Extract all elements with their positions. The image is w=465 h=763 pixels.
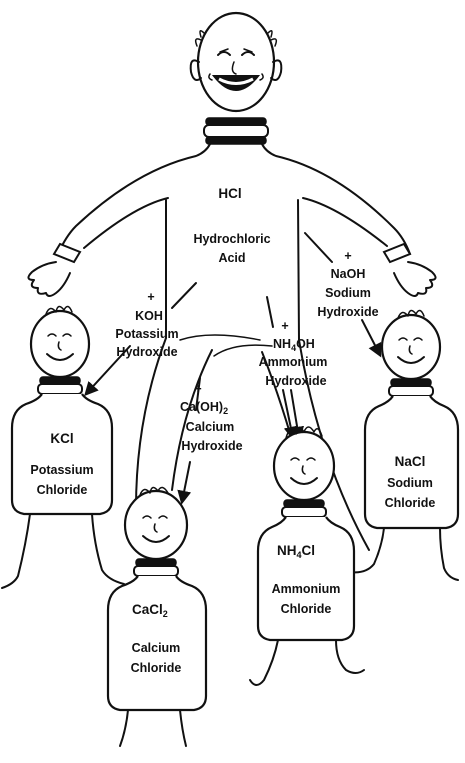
arrow-to-nacl: [362, 320, 380, 355]
nacl-bottle: [350, 310, 458, 580]
parent-left-arm-lower: [84, 198, 168, 248]
parent-left-arm-upper: [58, 144, 210, 254]
caoh2-formula: Ca(OH)2: [180, 400, 228, 416]
cacl2-head: [125, 491, 187, 559]
caoh2-name-line1: Calcium: [186, 420, 235, 434]
nh4cl-body: [258, 517, 354, 640]
koh-join-line: [180, 335, 260, 340]
koh-plus: +: [147, 290, 154, 304]
parent-formula: HCl: [218, 186, 241, 201]
nh4oh-plus: +: [281, 319, 288, 333]
cacl2-name-line1: Calcium: [132, 641, 181, 655]
nacl-head: [382, 315, 440, 379]
parent-head: [191, 13, 282, 111]
kcl-name-line2: Chloride: [37, 483, 88, 497]
parent-right-hand: [394, 262, 436, 296]
naoh-plus: +: [344, 249, 351, 263]
nh4oh-name-line2: Hydroxide: [265, 374, 326, 388]
nh4cl-name-line2: Chloride: [281, 602, 332, 616]
nacl-name-line2: Chloride: [385, 496, 436, 510]
nh4cl-formula: NH4Cl: [277, 543, 315, 560]
parent-left-leg: [136, 338, 166, 508]
caoh2-name-line2: Hydroxide: [181, 439, 242, 453]
parent-left-hand: [28, 262, 70, 296]
kcl-left-leg: [2, 514, 30, 588]
kcl-formula: KCl: [50, 431, 73, 446]
parent-name-line2: Acid: [218, 251, 245, 265]
naoh-name-line1: Sodium: [325, 286, 371, 300]
nacl-name-line1: Sodium: [387, 476, 433, 490]
nh4oh-name-line1: Ammonium: [259, 355, 328, 369]
parent-body-right-side: [298, 200, 299, 340]
nh4cl-head: [274, 432, 334, 500]
koh-pointer-line: [172, 283, 196, 308]
kcl-name-line1: Potassium: [30, 463, 93, 477]
arrow-to-kcl: [86, 346, 130, 394]
parent-left-cuff: [54, 244, 80, 262]
nacl-formula: NaCl: [395, 454, 426, 469]
naoh-name-line2: Hydroxide: [317, 305, 378, 319]
kcl-right-leg: [92, 514, 124, 584]
nacl-right-leg: [440, 528, 458, 580]
nh4cl-left-leg: [250, 640, 278, 685]
nacl-left-leg: [350, 528, 384, 572]
nh4cl-right-leg: [336, 640, 364, 673]
nh4oh-formula: NH4OH: [273, 337, 315, 353]
cacl2-name-line2: Chloride: [131, 661, 182, 675]
kcl-bottle: [2, 306, 124, 588]
naoh-pointer-line: [305, 233, 332, 262]
parent-right-arm-lower: [303, 198, 387, 246]
parent-right-arm-upper: [262, 144, 410, 254]
cacl2-left-leg: [120, 710, 128, 746]
nh4oh-pointer-line: [267, 297, 273, 327]
naoh-formula: NaOH: [331, 267, 366, 281]
koh-name-line1: Potassium: [115, 327, 178, 341]
parent-right-cuff: [384, 244, 410, 262]
koh-formula: KOH: [135, 309, 163, 323]
kcl-head: [31, 311, 89, 377]
cacl2-formula: CaCl2: [132, 602, 168, 619]
parent-collar: [204, 118, 268, 144]
arrow-to-cacl2: [182, 462, 190, 502]
nh4cl-name-line1: Ammonium: [272, 582, 341, 596]
parent-name-line1: Hydrochloric: [193, 232, 270, 246]
cacl2-right-leg: [180, 710, 186, 746]
